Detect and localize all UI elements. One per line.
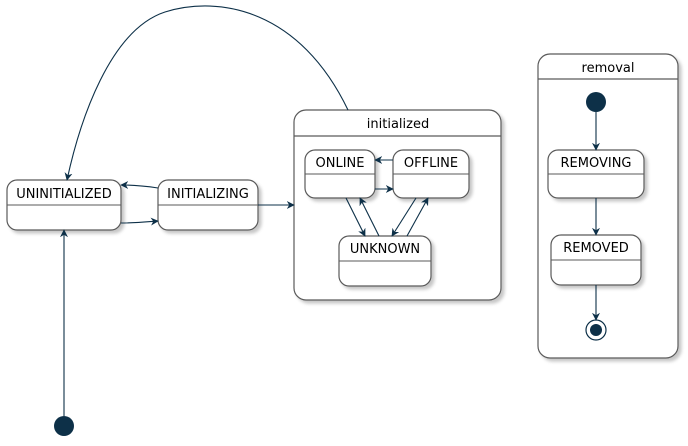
initialized-title: initialized xyxy=(367,117,429,132)
state-offline-label: OFFLINE xyxy=(404,156,458,171)
initial-state-dot xyxy=(54,416,74,436)
transition-unknown-to-online xyxy=(359,197,380,237)
state-unknown: UNKNOWN xyxy=(338,235,432,287)
state-offline: OFFLINE xyxy=(392,149,470,199)
transition-uninitialized-to-initializing xyxy=(120,217,159,226)
state-removing: REMOVING xyxy=(547,149,645,199)
state-uninitialized-label: UNINITIALIZED xyxy=(16,187,112,202)
final-state-icon xyxy=(585,319,607,341)
transition-offline-to-unknown xyxy=(391,197,417,237)
transition-initialized-to-uninitialized xyxy=(64,5,349,181)
transition-online-to-unknown xyxy=(345,197,366,237)
state-initializing-label: INITIALIZING xyxy=(167,187,249,202)
removal-initial-state-dot xyxy=(586,92,606,112)
transition-unknown-to-offline xyxy=(406,197,429,237)
state-online-label: ONLINE xyxy=(316,156,365,171)
state-initializing: INITIALIZING xyxy=(157,179,259,231)
state-online: ONLINE xyxy=(304,149,376,199)
removal-composite-state: removal xyxy=(537,53,679,359)
state-unknown-label: UNKNOWN xyxy=(350,242,420,257)
transition-initializing-to-uninitialized xyxy=(120,181,159,190)
state-uninitialized: UNINITIALIZED xyxy=(6,179,122,231)
removal-title: removal xyxy=(582,61,635,76)
state-removed-label: REMOVED xyxy=(563,241,629,256)
state-removing-label: REMOVING xyxy=(561,156,632,171)
state-removed: REMOVED xyxy=(550,234,642,286)
